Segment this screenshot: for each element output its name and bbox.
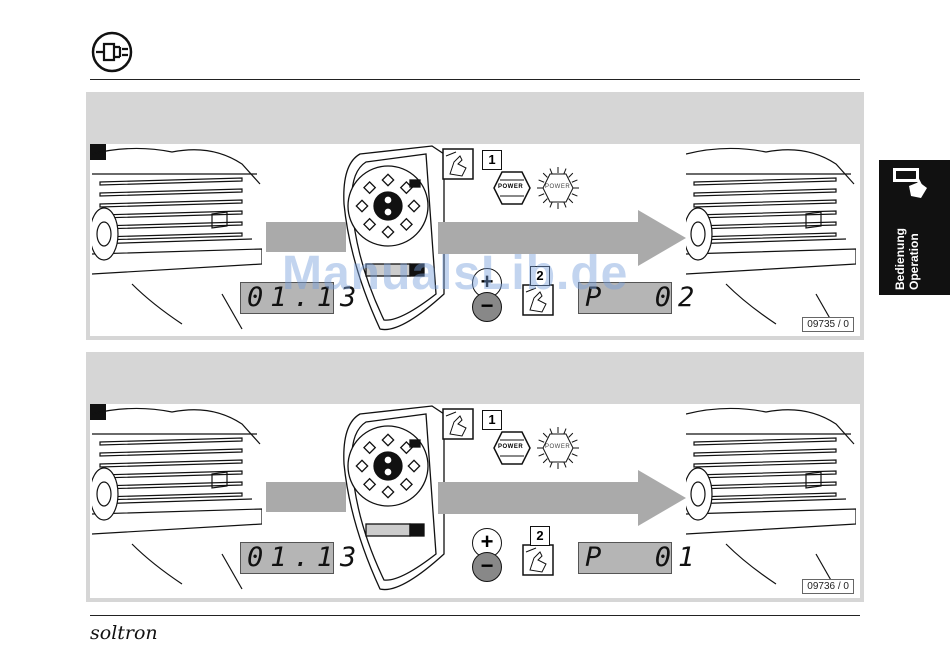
header-rule bbox=[90, 79, 860, 80]
minus-button: − bbox=[472, 552, 502, 582]
section-tab-label-en: Operation bbox=[907, 228, 921, 290]
footer-rule bbox=[90, 615, 860, 616]
display-before: 01.13 bbox=[240, 542, 334, 574]
power-lit-label: POWER bbox=[545, 184, 570, 190]
watermark: ManualsLib.de bbox=[282, 246, 628, 301]
display-after: P 01 bbox=[578, 542, 672, 574]
minus-symbol: − bbox=[481, 553, 494, 578]
section-tab: Bedienung Operation bbox=[879, 160, 950, 295]
figure-code: 09735 / 0 bbox=[802, 317, 854, 332]
tanning-bed-illustration bbox=[92, 144, 262, 334]
power-button-label: POWER bbox=[498, 184, 523, 190]
power-button-label: POWER bbox=[498, 444, 523, 450]
power-lit-label: POWER bbox=[545, 444, 570, 450]
brand-logo: soltron bbox=[90, 622, 158, 644]
section-tab-label: Bedienung Operation bbox=[893, 228, 921, 290]
hand-pressing-control-icon bbox=[891, 166, 931, 200]
tanning-bed-illustration bbox=[686, 404, 856, 594]
section-tab-label-de: Bedienung bbox=[893, 228, 907, 290]
figure-code: 09736 / 0 bbox=[802, 579, 854, 594]
tanning-bed-illustration bbox=[686, 144, 856, 334]
step-1-number: 1 bbox=[488, 412, 495, 427]
tanning-bed-illustration bbox=[92, 404, 262, 594]
hand-press-icon bbox=[442, 148, 474, 180]
hand-press-icon bbox=[442, 408, 474, 440]
plug-in-icon bbox=[90, 30, 134, 74]
step-1-number: 1 bbox=[488, 152, 495, 167]
plus-symbol: + bbox=[481, 529, 494, 554]
step-2-badge: 2 bbox=[530, 526, 550, 546]
hand-press-icon bbox=[522, 544, 554, 576]
transition-arrow-left bbox=[266, 482, 346, 514]
step-2-number: 2 bbox=[536, 528, 543, 543]
transition-arrow-right bbox=[438, 470, 688, 526]
